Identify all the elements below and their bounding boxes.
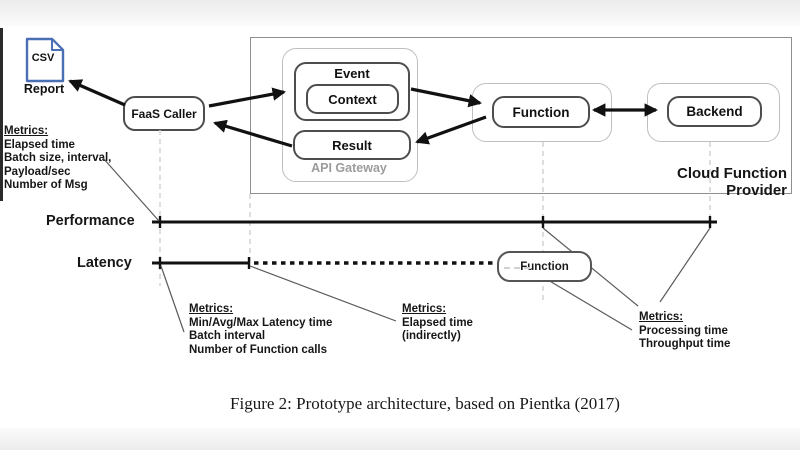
csv-file-label: CSV [31,52,55,64]
metrics-line: Elapsed time [402,316,473,329]
pointer-functionbox-to-metrics [547,279,633,331]
pointer-metrics-to-performance-start [102,157,160,222]
metrics-line: (indirectly) [402,330,461,343]
latency-label: Latency [77,255,132,271]
bottom-letterbox-band [0,428,800,450]
metrics-line: Number of Function calls [189,343,328,356]
pointer-performance-end-to-metrics [659,227,711,303]
api-gateway-label: API Gateway [311,161,387,175]
metrics-title: Metrics: [402,303,447,315]
metrics-line: Batch interval [189,330,266,343]
metrics-title: Metrics: [4,125,49,137]
metrics-line: Payload/sec [4,165,71,178]
metrics-line: Throughput time [639,338,731,351]
faas-caller-node: FaaS Caller [123,96,205,131]
metrics-line: Batch size, interval, [4,152,112,165]
metrics-title: Metrics: [189,303,234,315]
metrics-line: Min/Avg/Max Latency time [189,316,333,329]
context-node: Context [306,84,399,114]
function-node: Function [492,96,590,128]
function-latency-node: Function [497,251,592,282]
metrics-line: Elapsed time [4,138,75,151]
api-gateway-container [282,48,418,182]
metrics-latency: Metrics: Min/Avg/Max Latency time Batch … [189,303,332,357]
metrics-processing: Metrics: Processing time Throughput time [639,311,730,352]
figure-caption: Figure 2: Prototype architecture, based … [230,394,620,413]
arrow-faascaller-to-report [68,79,126,107]
metrics-line: Number of Msg [4,179,88,192]
csv-file-icon [25,37,65,83]
metrics-title: Metrics: [639,311,684,323]
metrics-faas-caller: Metrics: Elapsed time Batch size, interv… [4,125,111,193]
metrics-line: Processing time [639,324,728,337]
report-label: Report [23,82,65,96]
pointer-latency-start-to-metrics [160,265,185,333]
result-node: Result [293,130,411,160]
metrics-elapsed: Metrics: Elapsed time (indirectly) [402,303,473,344]
backend-node: Backend [667,96,762,127]
top-letterbox-band [0,0,800,26]
performance-label: Performance [46,213,135,229]
cloud-function-provider-label: Cloud Function Provider [677,165,787,199]
latency-inner-dash [504,266,530,269]
cloud-function-provider-box [250,37,792,194]
left-edge-artifact [0,28,3,201]
